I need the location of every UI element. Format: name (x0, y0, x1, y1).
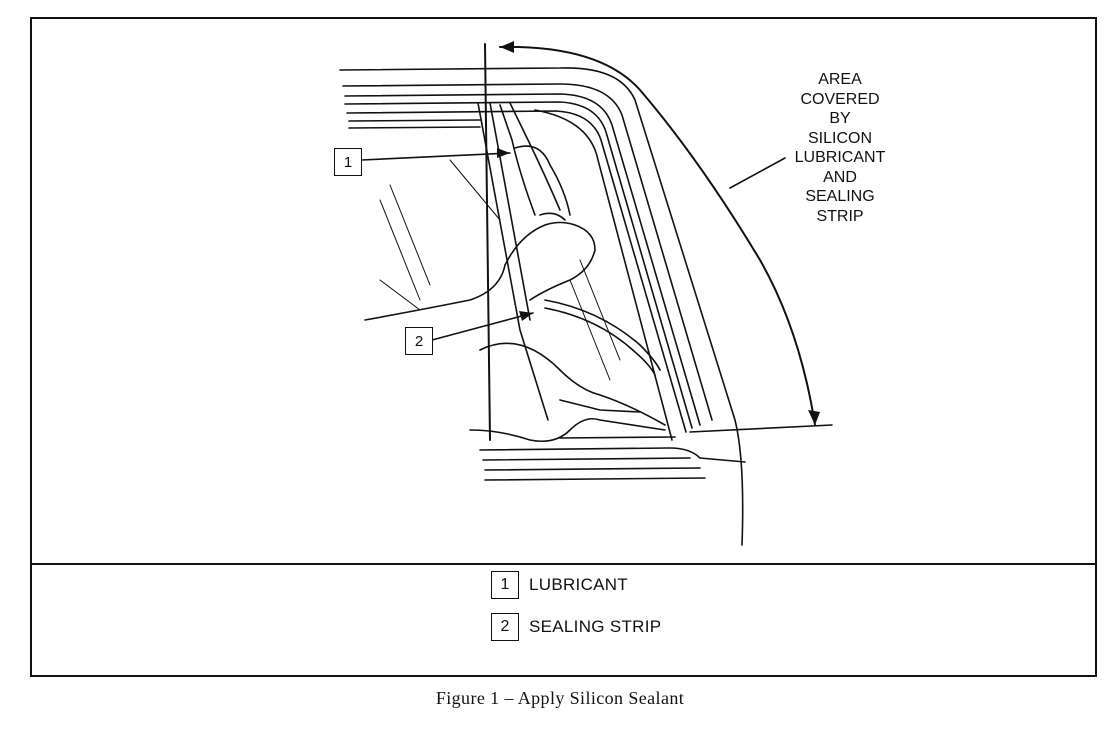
callout-1-box: 1 (334, 148, 362, 176)
legend-number: 2 (500, 618, 510, 635)
callout-2-box: 2 (405, 327, 433, 355)
area-label-line: SEALING (805, 188, 875, 205)
legend-number-box: 2 (491, 613, 519, 641)
legend-label: SEALING STRIP (529, 617, 662, 636)
area-label-line: BY (829, 110, 851, 127)
area-covered-label: AREA COVERED BY SILICON LUBRICANT AND SE… (790, 70, 890, 226)
area-label-line: SILICON (807, 129, 872, 147)
area-label-line: COVERED (800, 90, 880, 108)
figure-frame (30, 17, 1097, 677)
area-label-line: AREA (818, 71, 862, 88)
legend-item-lubricant: 1 LUBRICANT (491, 571, 628, 599)
legend-item-sealing-strip: 2 SEALING STRIP (491, 613, 661, 641)
callout-1-number: 1 (343, 153, 353, 171)
legend-number: 1 (500, 576, 510, 593)
legend-divider (30, 563, 1097, 565)
area-label-line: STRIP (816, 207, 864, 225)
legend-number-box: 1 (491, 571, 519, 599)
callout-2-number: 2 (414, 332, 424, 350)
legend-label: LUBRICANT (529, 575, 629, 594)
area-label-line: AND (823, 168, 857, 186)
area-label-line: LUBRICANT (794, 149, 886, 166)
figure-caption: Figure 1 – Apply Silicon Sealant (435, 688, 685, 708)
